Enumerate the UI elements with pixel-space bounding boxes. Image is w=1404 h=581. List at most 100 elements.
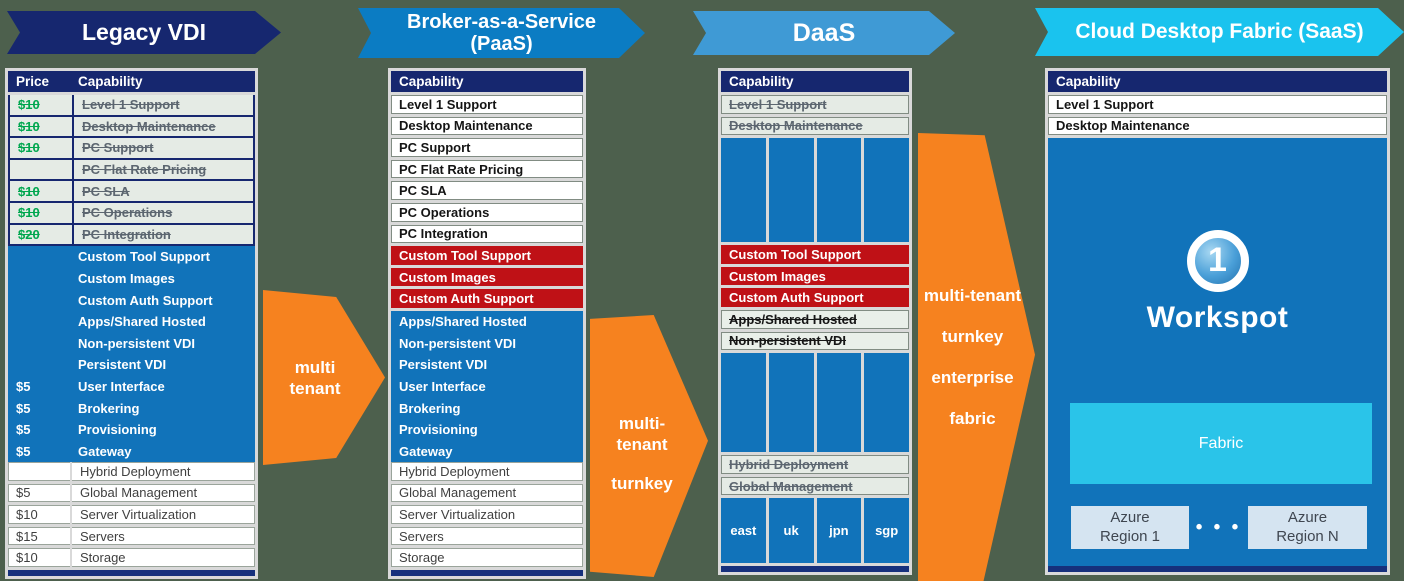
capability-cell: User Interface (399, 379, 486, 395)
vendor-capability-block: Custom Tool Support Custom Images Custom… (8, 246, 255, 463)
table-header-row: Capability (1048, 71, 1387, 95)
table-row: Hybrid Deployment (8, 462, 255, 484)
table-row: Desktop Maintenance (1048, 116, 1387, 139)
capability-cell: Provisioning (78, 422, 157, 438)
arrow-text: enterprise (931, 368, 1014, 387)
header-daas: DaaS (693, 11, 955, 55)
table-row: Gateway (391, 441, 583, 463)
price-cell: $10 (18, 205, 40, 221)
price-cell (8, 462, 70, 481)
capability-cell: Custom Tool Support (399, 247, 531, 263)
region-label: uk (783, 523, 799, 539)
region-column (864, 353, 909, 453)
table-row: $5 Brokering (8, 397, 255, 419)
table-row: PC Flat Rate Pricing (8, 159, 255, 182)
price-cell: $10 (18, 97, 40, 113)
price-cell: $5 (16, 379, 31, 395)
table-row: PC Support (391, 138, 583, 160)
table-bottom-bar (391, 570, 583, 577)
capability-cell: Level 1 Support (399, 96, 497, 112)
table-row: Servers (391, 526, 583, 549)
capability-cell: Brokering (78, 400, 140, 416)
table-row: $10 Level 1 Support (8, 95, 255, 117)
capability-cell: PC Support (399, 139, 471, 155)
capability-cell: Desktop Maintenance (1056, 118, 1190, 134)
header-title: Cloud Desktop Fabric (SaaS) (1075, 20, 1364, 44)
price-cell (8, 354, 70, 376)
table-row: Persistent VDI (8, 354, 255, 376)
table-row: Global Management (391, 483, 583, 506)
price-cell (8, 268, 70, 290)
price-cell: $10 (18, 140, 40, 156)
azure-region-1-box: Azure Region 1 (1071, 506, 1189, 550)
capability-cell: Servers (70, 526, 255, 546)
table-row: PC Operations (391, 202, 583, 225)
capability-column-header: Capability (1056, 74, 1121, 89)
fabric-label: Fabric (1198, 434, 1244, 452)
header-cloud-desktop-fabric: Cloud Desktop Fabric (SaaS) (1035, 8, 1404, 56)
arrow-text: multi- (618, 413, 666, 433)
price-cell: $5 (16, 400, 31, 416)
price-cell: $5 (16, 485, 31, 501)
capability-cell: Provisioning (399, 422, 478, 438)
capability-cell: Level 1 Support (72, 95, 253, 115)
capability-cell: Persistent VDI (78, 357, 167, 373)
table-row: Level 1 Support (1048, 95, 1387, 117)
workspot-logo-icon: 1 (1186, 230, 1249, 293)
table-row: Apps/Shared Hosted (721, 309, 909, 332)
capability-cell: PC Flat Rate Pricing (72, 159, 253, 180)
region-column (721, 353, 766, 453)
capability-cell: Persistent VDI (399, 357, 488, 373)
capability-cell: Brokering (399, 400, 461, 416)
capability-cell: Apps/Shared Hosted (399, 314, 527, 330)
table-row: User Interface (391, 376, 583, 398)
price-cell (10, 160, 72, 180)
transition-arrow-enterprise-fabric: multi-tenant turnkey enterprise fabric (918, 133, 1035, 581)
workspot-ring-icon: 1 (1186, 230, 1249, 293)
header-legacy-vdi: Legacy VDI (7, 11, 281, 54)
table-row: Storage (391, 548, 583, 571)
capability-cell: Desktop Maintenance (729, 118, 863, 134)
capability-cell: Desktop Maintenance (72, 116, 253, 137)
table-row: Desktop Maintenance (721, 116, 909, 139)
region-cell: jpn (816, 498, 862, 564)
capability-cell: Global Management (399, 485, 517, 501)
price-cell: $5 (16, 422, 31, 438)
table-header-row: Capability (391, 71, 583, 95)
header-title-line1: Broker-as-a-Service (407, 10, 596, 33)
capability-column-header: Capability (729, 74, 794, 89)
header-title: DaaS (792, 19, 856, 47)
arrow-text: turnkey (941, 327, 1004, 346)
table-row: Custom Images (8, 268, 255, 290)
capability-column-header: Capability (78, 74, 143, 89)
region-column (721, 138, 766, 243)
capability-cell: PC SLA (399, 183, 447, 199)
price-cell (8, 311, 70, 333)
transition-arrow-multi-tenant: multi tenant (263, 290, 385, 465)
capability-cell: Level 1 Support (729, 96, 827, 112)
region-column (816, 353, 862, 453)
capability-cell: Custom Tool Support (78, 249, 210, 265)
table-header-row: Capability (721, 71, 909, 95)
capability-cell: PC Integration (399, 226, 488, 242)
capability-cell: Desktop Maintenance (399, 118, 533, 134)
table-row: Persistent VDI (391, 354, 583, 376)
table-row: Hybrid Deployment (721, 455, 909, 477)
region-column (864, 138, 909, 243)
fabric-box: Fabric (1070, 403, 1372, 485)
capability-cell: Hybrid Deployment (70, 462, 255, 481)
arrow-text: turnkey (611, 473, 673, 493)
capability-cell: Custom Tool Support (729, 246, 861, 262)
price-cell (8, 246, 70, 268)
table-row: Custom Tool Support (391, 246, 583, 268)
table-row: Desktop Maintenance (391, 116, 583, 139)
capability-cell: Custom Images (399, 269, 496, 285)
